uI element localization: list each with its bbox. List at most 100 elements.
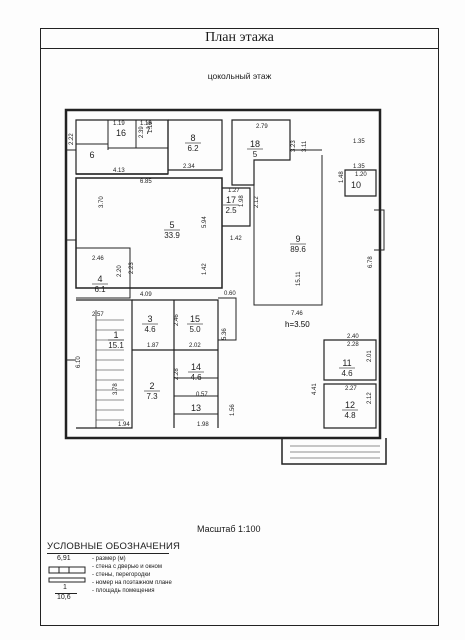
room-number: 1 bbox=[113, 330, 118, 340]
legend-fraction-line bbox=[55, 593, 77, 594]
legend-item-size: - размер (м) bbox=[92, 556, 126, 562]
dimension-label: 2.40 bbox=[347, 334, 359, 340]
dimension-label: 2.46 bbox=[174, 314, 180, 326]
dimension-label: 0.57 bbox=[196, 392, 208, 398]
legend-item-room-number: - номер на поэтажном плане bbox=[92, 580, 172, 586]
legend-item-door-window: - стена с дверью и окном bbox=[92, 564, 163, 570]
dimension-label: 4.09 bbox=[140, 292, 152, 298]
dimension-label: 3.78 bbox=[113, 383, 119, 395]
scale-label: Масштаб 1:100 bbox=[197, 524, 261, 534]
dimension-label: 2.20 bbox=[117, 265, 123, 277]
dimension-label: 2.57 bbox=[92, 312, 104, 318]
dimension-label: 1.35 bbox=[353, 164, 365, 170]
dimension-label: 1.19 bbox=[148, 121, 154, 133]
dimension-label: 1.20 bbox=[355, 172, 367, 178]
room-number: 18 bbox=[250, 139, 260, 149]
dimension-label: 3.11 bbox=[302, 140, 308, 152]
dimension-label: 15.11 bbox=[296, 271, 302, 286]
room-number: 8 bbox=[190, 133, 195, 143]
legend-wall-samples bbox=[48, 566, 86, 583]
room-number: 11 bbox=[342, 358, 351, 368]
room-area: 2.5 bbox=[225, 206, 237, 215]
dimension-label: 2.22 bbox=[69, 133, 75, 145]
dimension-label: 2.39 bbox=[139, 126, 145, 138]
room-area: 6.1 bbox=[94, 285, 106, 294]
dimension-label: 6.10 bbox=[76, 356, 82, 368]
legend-item-walls: - стены, перегородки bbox=[92, 572, 151, 578]
dimension-label: 2.34 bbox=[183, 164, 195, 170]
dimension-label: 5.94 bbox=[202, 216, 208, 228]
dimension-label: 3.70 bbox=[99, 196, 105, 208]
room-area: 7.3 bbox=[146, 392, 158, 401]
dimension-label: 2.01 bbox=[367, 350, 373, 362]
room-number: 3 bbox=[147, 314, 152, 324]
room-area: 15.1 bbox=[108, 341, 124, 350]
room-area: 6.2 bbox=[187, 144, 199, 153]
room-number: 6 bbox=[89, 150, 94, 160]
room-number: 15 bbox=[190, 314, 200, 324]
dimension-label: 2.02 bbox=[189, 343, 201, 349]
dimension-label: 4.13 bbox=[113, 168, 125, 174]
dimension-label: 1.42 bbox=[202, 263, 208, 275]
dimension-label: 1.98 bbox=[239, 195, 245, 207]
dimension-label: 1.19 bbox=[113, 121, 125, 127]
room-number: 7 bbox=[145, 126, 150, 136]
dimension-label: 1.98 bbox=[197, 422, 209, 428]
dimension-label: 1.35 bbox=[353, 139, 365, 145]
room-number: 10 bbox=[351, 180, 361, 190]
room-labels: 115.127.334.646.1533.96786.2989.610114.6… bbox=[89, 126, 361, 420]
legend-item-room-area: - площадь помещения bbox=[92, 588, 155, 594]
legend-divider bbox=[47, 553, 169, 554]
ceiling-height-label: h=3.50 bbox=[285, 320, 310, 329]
legend-size-sample: 6,91 bbox=[57, 555, 71, 562]
room-area: 89.6 bbox=[290, 245, 306, 254]
dimension-label: 5.36 bbox=[222, 328, 228, 340]
room-area: 4.8 bbox=[344, 411, 356, 420]
dimension-label: 0.60 bbox=[224, 291, 236, 297]
dimension-label: 1.27 bbox=[228, 188, 240, 194]
dimension-label: 1.18 bbox=[140, 121, 152, 127]
dimension-label: 2.12 bbox=[367, 392, 373, 404]
dimension-label: 2.28 bbox=[174, 368, 180, 380]
legend-title: УСЛОВНЫЕ ОБОЗНАЧЕНИЯ bbox=[47, 541, 181, 552]
room-number: 17 bbox=[226, 195, 236, 205]
page-title: План этажа bbox=[205, 30, 274, 45]
sheet-frame bbox=[40, 28, 439, 626]
room-area: 5.0 bbox=[189, 325, 201, 334]
room-number: 5 bbox=[169, 220, 174, 230]
room-number: 9 bbox=[295, 234, 300, 244]
legend-area-sample: 10,6 bbox=[57, 594, 71, 601]
dimension-label: 2.27 bbox=[345, 386, 357, 392]
dimension-label: 2.46 bbox=[92, 256, 104, 262]
room-number: 16 bbox=[116, 128, 126, 138]
dimension-label: 6.85 bbox=[140, 179, 152, 185]
room-number: 14 bbox=[191, 362, 201, 372]
room-area: 4.6 bbox=[144, 325, 156, 334]
dimension-label: 6.78 bbox=[368, 256, 374, 268]
room-area: 5 bbox=[253, 150, 258, 159]
dimension-label: 1.56 bbox=[230, 404, 236, 416]
dimension-label: 2.28 bbox=[347, 342, 359, 348]
room-number: 13 bbox=[191, 403, 201, 413]
dimension-label: 7.46 bbox=[291, 311, 303, 317]
dimension-label: 1.94 bbox=[118, 422, 130, 428]
dimension-label: 1.42 bbox=[230, 236, 242, 242]
legend-room-number-sample: 1 bbox=[63, 584, 67, 591]
dimension-label: 2.23 bbox=[129, 262, 135, 274]
room-number: 2 bbox=[149, 381, 154, 391]
room-area: 4.6 bbox=[190, 373, 202, 382]
room-area: 4.6 bbox=[341, 369, 353, 378]
room-number: 4 bbox=[97, 274, 102, 284]
dimension-label: 2.79 bbox=[256, 124, 268, 130]
dimension-label: 1.87 bbox=[147, 343, 159, 349]
walls bbox=[64, 108, 387, 465]
title-divider bbox=[40, 48, 439, 49]
room-area: 33.9 bbox=[164, 231, 180, 240]
dimension-label: 1.48 bbox=[339, 171, 345, 183]
dimension-label: 3.23 bbox=[291, 140, 297, 152]
dimension-label: 2.12 bbox=[254, 196, 260, 208]
dimension-label: 4.41 bbox=[312, 383, 318, 395]
